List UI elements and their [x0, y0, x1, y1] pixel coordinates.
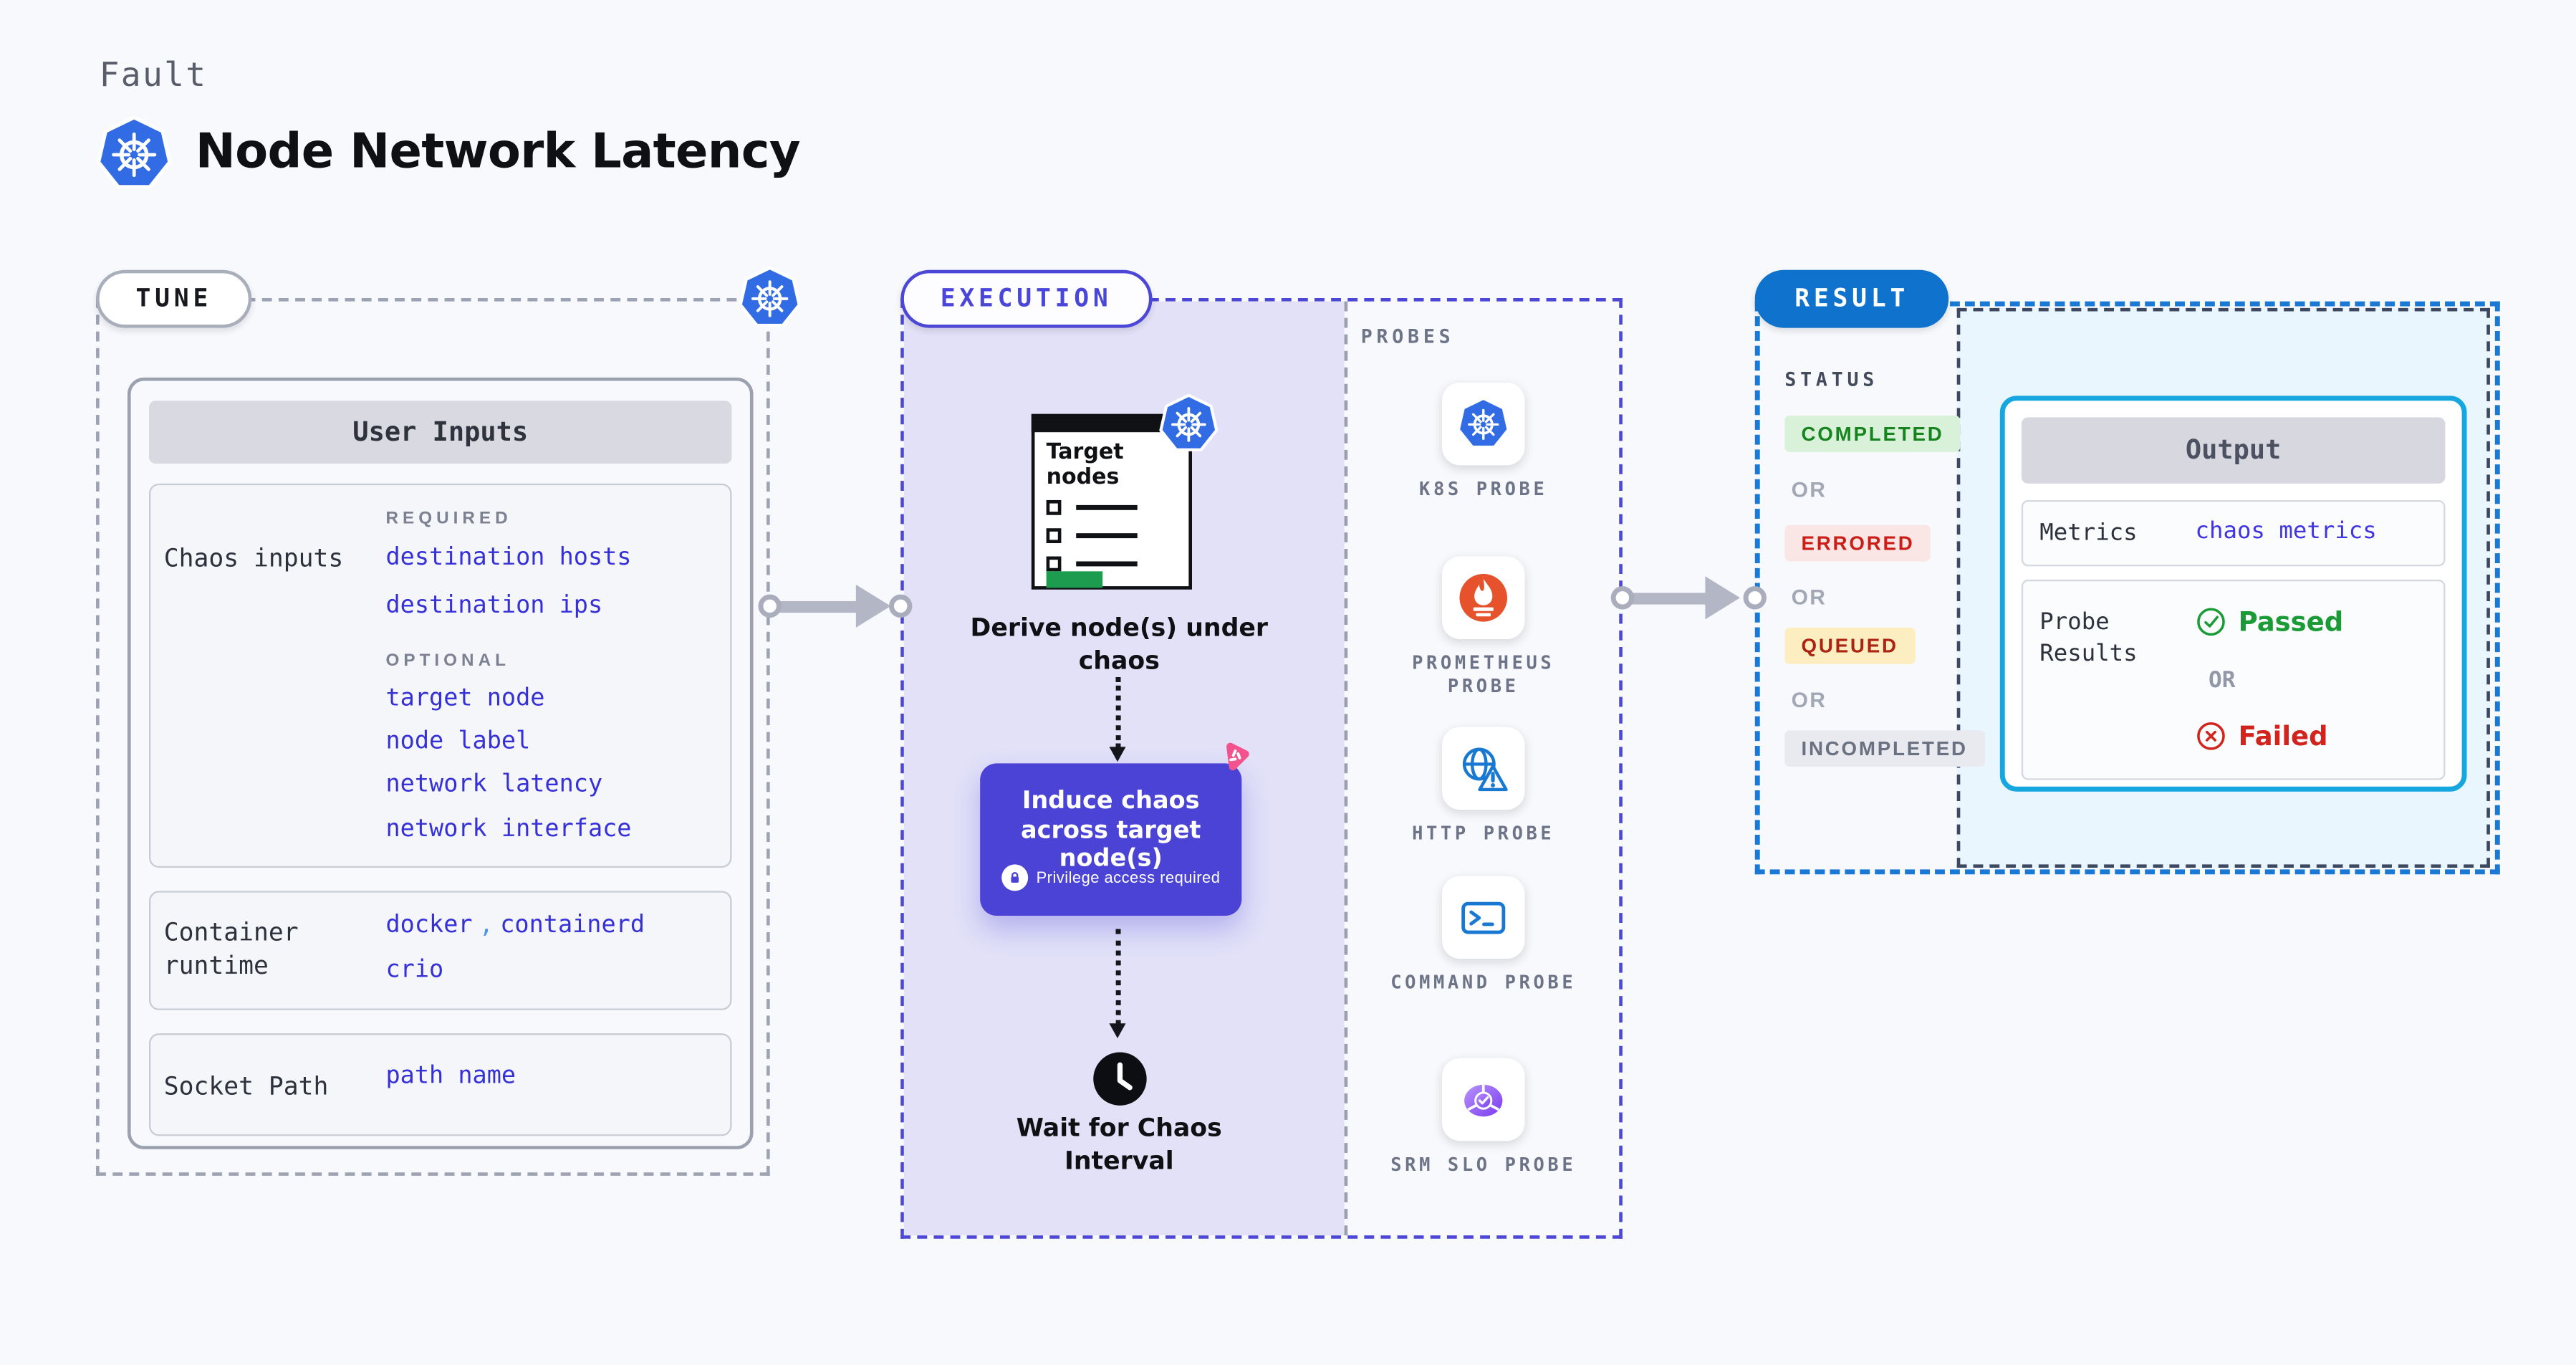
output-card: Output Metrics chaos metrics Probe Resul…: [1999, 396, 2467, 792]
chaos-inputs-label: Chaos inputs: [163, 543, 344, 573]
runtime-value-crio: crio: [385, 957, 444, 984]
probe-card-srm-slo: [1441, 1058, 1525, 1141]
runtime-value-containerd: containerd: [500, 912, 645, 939]
user-inputs-card: User Inputs Chaos inputs REQUIRED destin…: [127, 377, 754, 1149]
kubernetes-icon: [739, 267, 802, 330]
probe-label: COMMAND PROBE: [1390, 972, 1577, 994]
socket-path-value: path name: [385, 1063, 516, 1090]
optional-value: node label: [385, 728, 531, 755]
status-heading: STATUS: [1784, 368, 1879, 391]
arrow-head-icon: [855, 584, 891, 628]
failed-verdict: Failed: [2196, 720, 2328, 752]
chaos-spark-icon: [1226, 742, 1249, 771]
kubernetes-icon: [96, 116, 172, 192]
connector-dot: [889, 594, 913, 618]
list-line: [1076, 561, 1138, 566]
slo-gauge-icon: [1464, 1084, 1503, 1117]
or-label: OR: [1791, 584, 1827, 610]
optional-heading: OPTIONAL: [385, 651, 510, 671]
derive-step-caption: Derive node(s) under chaos: [970, 613, 1269, 675]
probes-heading: PROBES: [1360, 324, 1455, 348]
optional-value: network interface: [385, 816, 632, 843]
connector-dot: [758, 594, 782, 618]
probe-results-row: Probe Results Passed OR Failed: [2021, 579, 2446, 780]
connector-dot: [1743, 586, 1767, 610]
status-badge-completed: COMPLETED: [1784, 416, 1961, 452]
or-label: OR: [2209, 667, 2236, 694]
output-title: Output: [2021, 417, 2446, 484]
container-runtime-values: docker,containerd: [385, 912, 645, 939]
action-chip: [1046, 571, 1103, 588]
runtime-separator: ,: [479, 912, 494, 939]
list-line: [1076, 533, 1138, 537]
target-nodes-title: Target nodes: [1046, 440, 1124, 491]
privilege-note-row: Privilege access required: [980, 864, 1241, 891]
x-circle-icon: [2197, 722, 2225, 750]
prometheus-icon: [1459, 574, 1508, 622]
status-badge-incompleted: INCOMPLETED: [1784, 730, 1984, 767]
flow-connector: [1115, 929, 1121, 1025]
runtime-value-docker: docker: [385, 912, 473, 939]
or-label: OR: [1791, 687, 1827, 712]
required-value: destination hosts: [385, 545, 632, 572]
optional-value: target node: [385, 685, 545, 712]
page-title: Node Network Latency: [195, 123, 801, 179]
passed-verdict: Passed: [2196, 605, 2344, 638]
result-section-label: RESULT: [1754, 269, 1949, 328]
tune-to-execution-arrow: [774, 600, 865, 612]
probe-label: PROMETHEUS PROBE: [1412, 652, 1555, 697]
container-runtime-row: Container runtime docker,containerd crio: [148, 891, 732, 1010]
check-circle-icon: [2197, 608, 2225, 636]
probe-card-k8s: [1441, 382, 1525, 466]
terminal-icon: [1461, 901, 1506, 934]
optional-value: network latency: [385, 771, 603, 798]
status-badge-queued: QUEUED: [1784, 627, 1915, 664]
probe-label: HTTP PROBE: [1412, 823, 1555, 845]
arrow-head-icon: [1705, 576, 1740, 620]
probe-card-http: [1441, 727, 1525, 810]
metrics-value: chaos metrics: [2195, 518, 2377, 545]
passed-label: Passed: [2238, 605, 2344, 638]
status-badge-errored: ERRORED: [1784, 525, 1931, 562]
kubernetes-icon: [1457, 398, 1510, 451]
metrics-label: Metrics: [2039, 519, 2138, 547]
wait-step-caption: Wait for Chaos Interval: [1016, 1113, 1222, 1175]
container-runtime-label: Container runtime: [163, 917, 299, 981]
required-heading: REQUIRED: [385, 508, 512, 529]
tune-section-label: TUNE: [96, 269, 252, 328]
arrow-head-icon: [1109, 747, 1126, 762]
metrics-row: Metrics chaos metrics: [2021, 499, 2446, 567]
tune-section: [96, 297, 770, 1176]
list-line: [1076, 504, 1138, 509]
or-label: OR: [1791, 476, 1827, 502]
user-inputs-title: User Inputs: [148, 401, 732, 464]
probes-divider: [1344, 301, 1348, 1236]
checkbox-icon: [1046, 528, 1062, 544]
clock-icon: [1093, 1052, 1147, 1106]
induce-chaos-step: Induce chaos across target node(s) Privi…: [980, 763, 1242, 916]
globe-warning-icon: [1462, 747, 1508, 792]
privilege-note: Privilege access required: [1036, 868, 1221, 887]
checkbox-icon: [1046, 556, 1062, 572]
induce-chaos-title: Induce chaos across target node(s): [1020, 788, 1201, 873]
chaos-inputs-row: Chaos inputs REQUIRED destination hosts …: [148, 483, 732, 868]
socket-path-label: Socket Path: [163, 1071, 329, 1101]
execution-to-result-arrow: [1627, 593, 1712, 604]
probe-label: SRM SLO PROBE: [1390, 1154, 1577, 1176]
socket-path-row: Socket Path path name: [148, 1033, 732, 1136]
connector-dot: [1610, 586, 1635, 610]
probe-results-label: Probe Results: [2039, 609, 2138, 668]
kubernetes-icon: [1159, 394, 1219, 454]
lock-icon: [1001, 864, 1029, 891]
arrow-head-icon: [1109, 1023, 1126, 1039]
checkbox-icon: [1046, 499, 1062, 515]
failed-label: Failed: [2238, 720, 2328, 752]
probe-card-prometheus: [1441, 556, 1525, 640]
probe-card-command: [1441, 876, 1525, 959]
flow-connector: [1115, 677, 1121, 749]
required-value: destination ips: [385, 593, 603, 620]
probe-label: K8S PROBE: [1419, 478, 1548, 500]
fault-kicker: Fault: [99, 54, 208, 95]
execution-section-label: EXECUTION: [900, 269, 1153, 328]
